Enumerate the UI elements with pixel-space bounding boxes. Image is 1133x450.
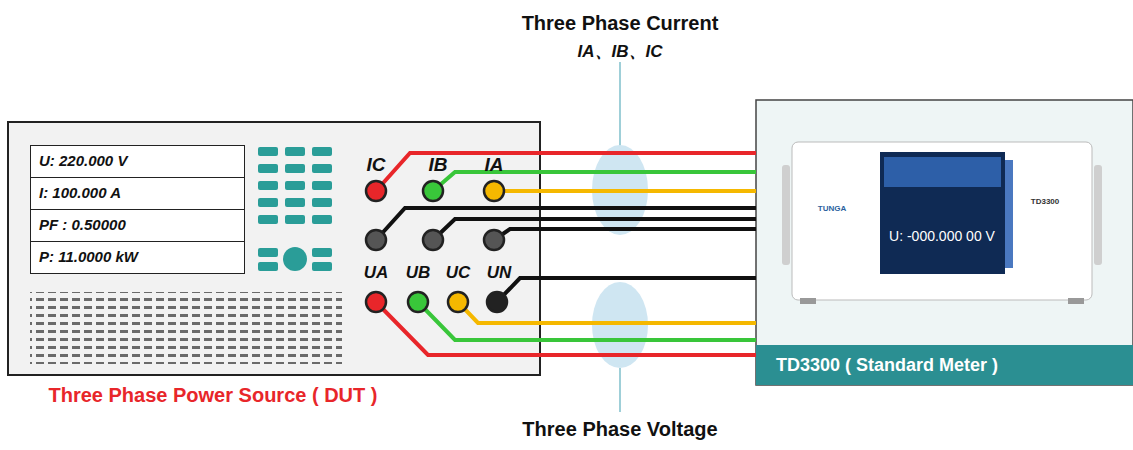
brand-logo: TUNGA — [818, 204, 846, 213]
display-row: I: 100.000 A — [30, 177, 245, 210]
model-name: TD3300 — [1031, 197, 1059, 206]
terminal-name: UB — [406, 263, 431, 283]
display-row: PF : 0.50000 — [30, 209, 245, 242]
group-title: Three Phase Current — [522, 12, 719, 35]
terminal-name: IA — [485, 154, 504, 176]
terminal-name: IC — [367, 154, 386, 176]
terminal-name: UN — [487, 263, 512, 283]
terminal-name: IB — [429, 154, 448, 176]
display-row: U: 220.000 V — [30, 145, 245, 178]
terminal-name: UA — [364, 263, 389, 283]
display-row: P: 11.0000 kW — [30, 241, 245, 274]
power-source-box: Three Phase Power Source ( DUT )U: 220.0… — [8, 122, 540, 375]
group-title: Three Phase Voltage — [522, 418, 717, 441]
display-value: U: 220.000 V — [31, 146, 244, 176]
display-value: PF : 0.50000 — [31, 210, 244, 240]
display-value: I: 100.000 A — [31, 178, 244, 208]
meter-title: TD3300 ( Standard Meter ) — [756, 345, 1133, 385]
signal-names: IA、IB、IC — [578, 40, 663, 63]
device-caption: Three Phase Power Source ( DUT ) — [48, 380, 378, 410]
meter-banner: TD3300 ( Standard Meter ) — [756, 345, 1133, 385]
display-value: P: 11.0000 kW — [31, 242, 244, 272]
screen-reading: U: -000.000 00 V — [889, 228, 995, 244]
terminal-name: UC — [446, 263, 471, 283]
